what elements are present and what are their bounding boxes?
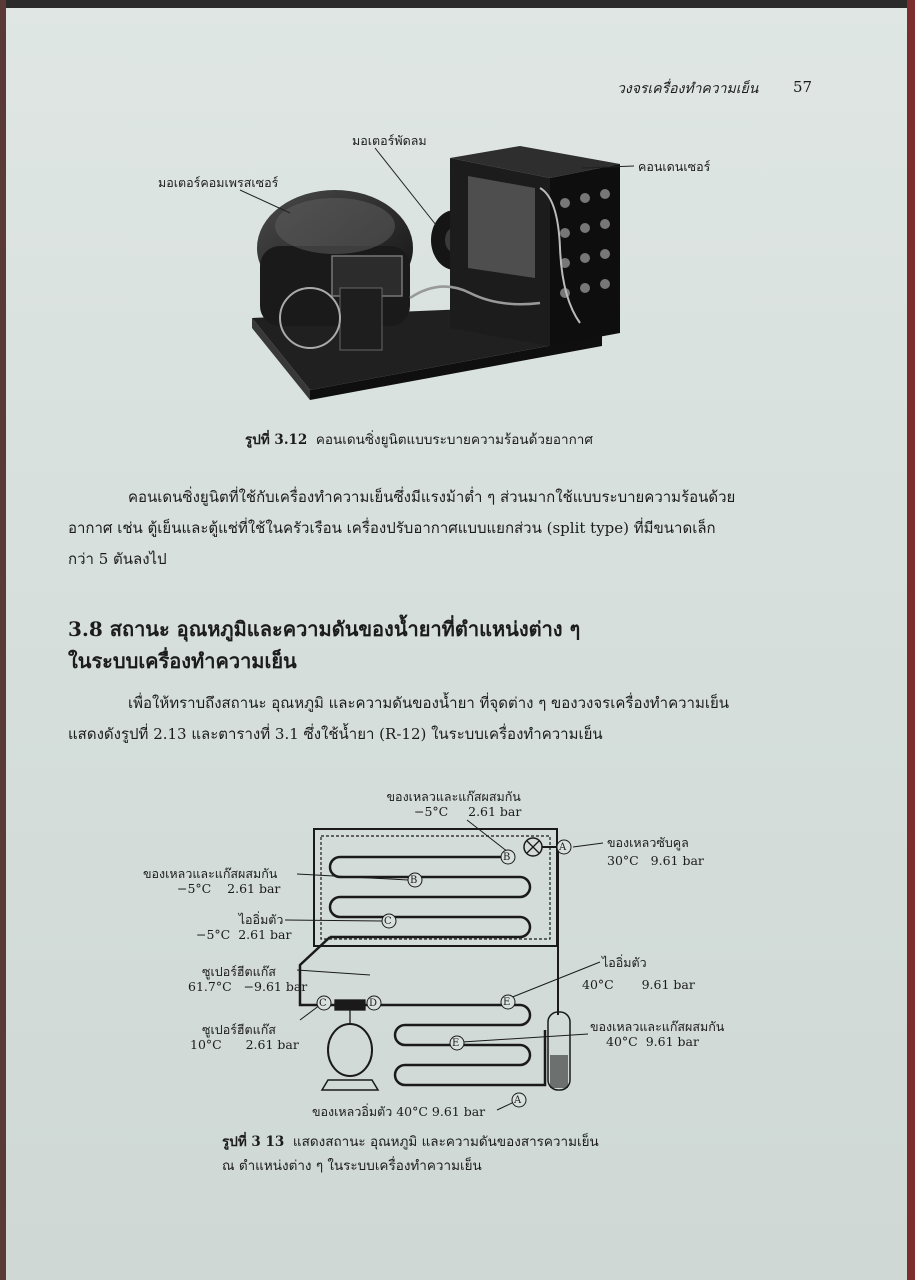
para2-line2: แสดงดังรูปที่ 2.13 และตารางที่ 3.1 ซึ่งใ… xyxy=(68,725,603,743)
label-top-temp: −5°C xyxy=(414,804,449,819)
label-condenser: คอนเดนเซอร์ xyxy=(638,159,711,174)
point-c: C xyxy=(384,916,392,927)
figure-312-caption: รูปที่ 3.12 คอนเดนซิ่งยูนิตแบบระบายความร… xyxy=(245,428,593,450)
point-e2: E xyxy=(452,1038,460,1049)
label-right-e2-state: ของเหลวและแก๊สผสมกัน xyxy=(590,1019,725,1034)
label-top-mixture: ของเหลวและแก๊สผสมกัน −5°C 2.61 bar xyxy=(386,789,522,819)
point-b-top: B xyxy=(503,852,511,863)
label-left-c-pressure: 2.61 bar xyxy=(238,927,292,942)
figure-313-caption: รูปที่ 3 13 แสดงสถานะ อุณหภูมิ และความดั… xyxy=(222,1130,599,1178)
page-number: 57 xyxy=(793,78,813,96)
label-left-c2-temp: 10°C xyxy=(190,1037,222,1052)
label-left-c: ไออิ่มตัว −5°C 2.61 bar xyxy=(196,912,291,942)
point-b: B xyxy=(410,875,418,886)
para1-line3: กว่า 5 ตันลงไป xyxy=(68,550,167,568)
para2-line1: เพื่อให้ทราบถึงสถานะ อุณหภูมิ และความดัน… xyxy=(128,694,730,712)
label-bottom-a: ของเหลวอิ่มตัว 40°C 9.61 bar xyxy=(312,1104,486,1119)
running-header: วงจรเครื่องทำความเย็น xyxy=(617,81,759,97)
label-left-b: ของเหลวและแก๊สผสมกัน −5°C 2.61 bar xyxy=(143,866,280,896)
label-left-b-state: ของเหลวและแก๊สผสมกัน xyxy=(143,866,278,881)
label-right-e2-pressure: 9.61 bar xyxy=(645,1034,699,1049)
label-right-e: ไออิ่มตัว 40°C 9.61 bar xyxy=(582,955,695,992)
label-right-a-temp: 30°C xyxy=(607,853,639,868)
figure-312-number: รูปที่ 3.12 xyxy=(245,432,308,448)
paragraph-condensing-unit: คอนเดนซิ่งยูนิตที่ใช้กับเครื่องทำความเย็… xyxy=(68,482,810,575)
label-left-c-temp: −5°C xyxy=(196,927,231,942)
label-right-e-temp: 40°C xyxy=(582,977,614,992)
point-c2: C xyxy=(319,998,327,1009)
figure-312-text: คอนเดนซิ่งยูนิตแบบระบายความร้อนด้วยอากาศ xyxy=(315,432,593,448)
label-right-e-state: ไออิ่มตัว xyxy=(602,955,647,970)
label-left-c2-pressure: 2.61 bar xyxy=(245,1037,299,1052)
para1-line2: อากาศ เช่น ตู้เย็นและตู้แช่ที่ใช้ในครัวเ… xyxy=(68,519,716,537)
label-right-e2: ของเหลวและแก๊สผสมกัน 40°C 9.61 bar xyxy=(590,1019,724,1049)
figure-313-text-line2: ณ ตำแหน่งต่าง ๆ ในระบบเครื่องทำความเย็น xyxy=(222,1158,482,1174)
figure-313-text-line1: แสดงสถานะ อุณหภูมิ และความดันของสารความเ… xyxy=(292,1134,599,1150)
section-heading-line2: ในระบบเครื่องทำความเย็น xyxy=(68,649,297,673)
label-left-c2-state: ซูเปอร์ฮีตแก๊ส xyxy=(202,1022,276,1037)
point-e: E xyxy=(503,997,511,1008)
label-right-a-pressure: 9.61 bar xyxy=(650,853,704,868)
paragraph-refrigerant-states: เพื่อให้ทราบถึงสถานะ อุณหภูมิ และความดัน… xyxy=(68,688,810,750)
point-a-top: A xyxy=(559,842,567,853)
label-right-a: ของเหลวซับคูล 30°C 9.61 bar xyxy=(607,835,704,868)
receiver-liquid xyxy=(550,1055,568,1088)
label-left-b-temp: −5°C xyxy=(177,881,212,896)
figure-313-number: รูปที่ 3 13 xyxy=(222,1134,285,1150)
label-right-e2-temp: 40°C xyxy=(606,1034,638,1049)
label-top-state: ของเหลวและแก๊สผสมกัน xyxy=(386,789,521,804)
scan-edge-left xyxy=(0,0,6,1280)
label-left-d-temp: 61.7°C xyxy=(188,979,232,994)
label-compressor-motor: มอเตอร์คอมเพรสเซอร์ xyxy=(158,175,279,190)
condensing-unit-photo xyxy=(252,146,620,400)
label-right-a-state: ของเหลวซับคูล xyxy=(607,835,689,850)
label-left-c2: ซูเปอร์ฮีตแก๊ส 10°C 2.61 bar xyxy=(190,1022,299,1052)
label-left-d-pressure: −9.61 bar xyxy=(243,979,308,994)
label-left-d: ซูเปอร์ฮีตแก๊ส 61.7°C −9.61 bar xyxy=(188,964,307,994)
scan-edge-top xyxy=(0,0,915,8)
point-a-bottom: A xyxy=(514,1095,522,1106)
label-left-b-pressure: 2.61 bar xyxy=(227,881,281,896)
section-heading-line1: 3.8 สถานะ อุณหภูมิและความดันของน้ำยาที่ต… xyxy=(68,617,581,641)
label-left-c-state: ไออิ่มตัว xyxy=(238,912,284,927)
label-top-pressure: 2.61 bar xyxy=(468,804,522,819)
refrigeration-circuit-diagram xyxy=(284,819,604,1111)
scan-edge-right xyxy=(907,0,915,1280)
label-right-e-pressure: 9.61 bar xyxy=(641,977,695,992)
para1-line1: คอนเดนซิ่งยูนิตที่ใช้กับเครื่องทำความเย็… xyxy=(128,488,736,506)
point-d: D xyxy=(369,998,378,1009)
section-heading: 3.8 สถานะ อุณหภูมิและความดันของน้ำยาที่ต… xyxy=(68,613,580,677)
label-left-d-state: ซูเปอร์ฮีตแก๊ส xyxy=(202,964,276,979)
label-fan-motor: มอเตอร์พัดลม xyxy=(352,133,427,148)
